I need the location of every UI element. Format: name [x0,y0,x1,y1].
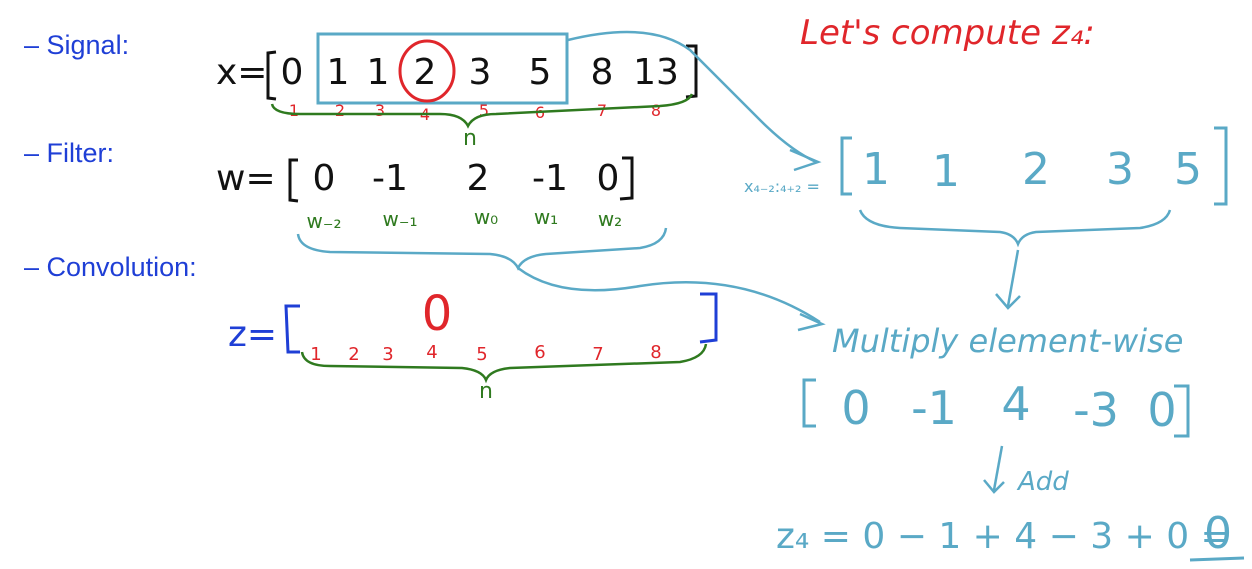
window-brace [858,209,1172,248]
signal-index: 5 [479,101,489,120]
product-close-bracket [1174,384,1190,438]
signal-value: 5 [529,52,552,93]
product-open-bracket [802,378,816,428]
filter-sub-label: w₀ [474,205,498,229]
final-answer: 0 [1204,508,1232,559]
signal-index: 1 [289,101,299,120]
convolution-index: 4 [426,342,437,363]
filter-values: 0 -1 2 -1 0 [313,158,620,199]
multiply-arrow-head [995,293,1021,310]
filter-sub-label: w₁ [534,205,558,229]
window-value: 3 [1106,144,1134,195]
convolution-index: 7 [592,344,603,365]
filter-value: 0 [313,158,336,199]
signal-value: 2 [414,52,437,93]
convolution-brace [300,343,708,384]
window-arrow [567,30,817,164]
signal-index: 2 [335,101,345,120]
convolution-index: 1 [310,344,321,365]
filter-sub-label: w₂ [598,207,622,231]
convolution-open-bracket [284,304,300,354]
window-label: x₄₋₂:₄₊₂ = [744,177,820,196]
signal-value: 1 [327,52,350,93]
filter-close-bracket [619,156,634,201]
product-values: 0 -1 4 -3 0 [841,377,1176,437]
signal-values: 0 1 1 2 3 5 8 13 [281,52,679,93]
signal-window-box [316,32,569,105]
filter-value: -1 [372,158,408,199]
filter-bullet: – Filter: [24,138,115,168]
filter-value: 0 [597,158,620,199]
convolution-index: 8 [650,342,661,363]
convolution-result-value: 0 [422,286,453,342]
filter-var: w= [216,158,276,199]
filter-open-bracket [288,158,299,203]
add-arrow [992,445,1004,491]
window-arrow-head [789,148,822,172]
window-value: 1 [862,144,890,195]
filter-arrow [517,267,821,324]
signal-value: 13 [633,52,679,93]
final-equation: z₄ = 0 − 1 + 4 − 3 + 0 = [776,516,1231,557]
multiply-label: Multiply element-wise [832,322,1183,360]
convolution-indices: 1 2 3 4 5 6 7 8 [310,342,661,365]
window-value: 1 [932,146,960,197]
window-open-bracket [840,136,852,196]
convolution-index: 2 [348,344,359,365]
filter-sub-label: w₋₂ [307,209,342,233]
convolution-brace-label: n [479,379,493,404]
filter-brace [296,227,668,271]
signal-value: 1 [367,52,390,93]
signal-bullet: – Signal: [24,30,130,60]
signal-index: 8 [651,101,661,120]
multiply-arrow [1006,249,1020,307]
final-answer-underline [1189,556,1245,562]
product-value: 0 [1147,383,1176,437]
add-label: Add [1016,467,1069,497]
signal-var: x= [216,52,267,93]
signal-value: 3 [469,52,492,93]
convolution-index: 3 [382,344,393,365]
compute-title: Let's compute z₄: [800,13,1095,53]
convolution-index: 6 [534,342,545,363]
product-value: 4 [1001,377,1030,431]
window-close-bracket [1214,126,1228,206]
signal-center-circle [398,39,456,103]
filter-sub-labels: w₋₂ w₋₁ w₀ w₁ w₂ [307,205,623,233]
signal-index: 7 [597,101,607,120]
filter-sub-label: w₋₁ [383,207,418,231]
window-value: 2 [1022,144,1050,195]
convolution-var: z= [228,314,277,355]
window-values: 1 1 2 3 5 [862,144,1202,197]
add-arrow-head [983,479,1005,494]
filter-arrow-head [797,312,826,332]
signal-value: 8 [591,52,614,93]
convolution-bullet: – Convolution: [24,252,197,282]
product-value: -1 [911,381,957,435]
signal-brace-label: n [463,126,477,151]
filter-value: -1 [532,158,568,199]
product-value: 0 [841,381,870,435]
window-value: 5 [1174,144,1202,195]
signal-brace [270,93,694,129]
signal-index: 3 [375,101,385,120]
product-value: -3 [1073,383,1119,437]
convolution-index: 5 [476,344,487,365]
filter-value: 2 [467,158,490,199]
convolution-close-bracket [699,292,718,344]
signal-open-bracket [266,50,277,101]
signal-value: 0 [281,52,304,93]
